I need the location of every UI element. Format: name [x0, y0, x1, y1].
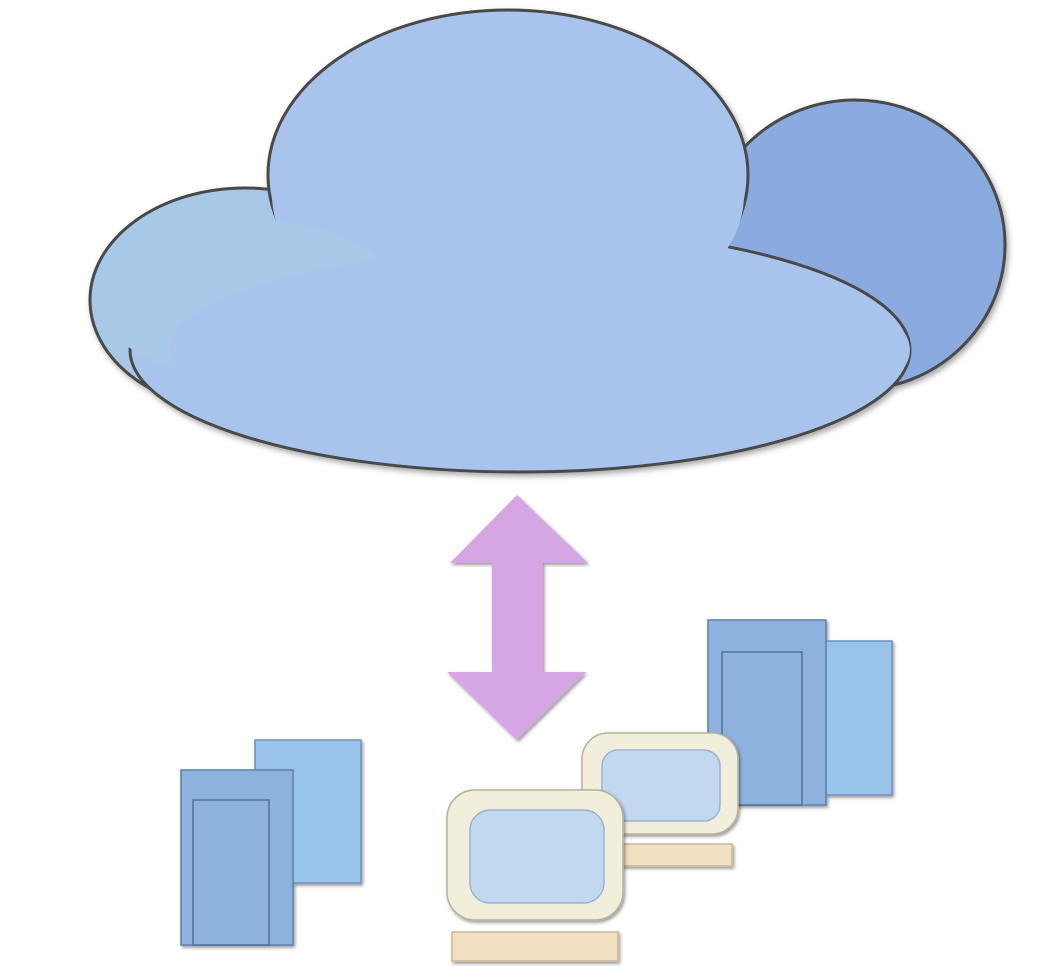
- cloud-icon: [88, 8, 1007, 474]
- building-icon: [180, 739, 362, 946]
- building-icon: [707, 619, 893, 806]
- computer-monitor-icon: [446, 789, 624, 962]
- bidirectional-arrow-icon: [447, 495, 588, 740]
